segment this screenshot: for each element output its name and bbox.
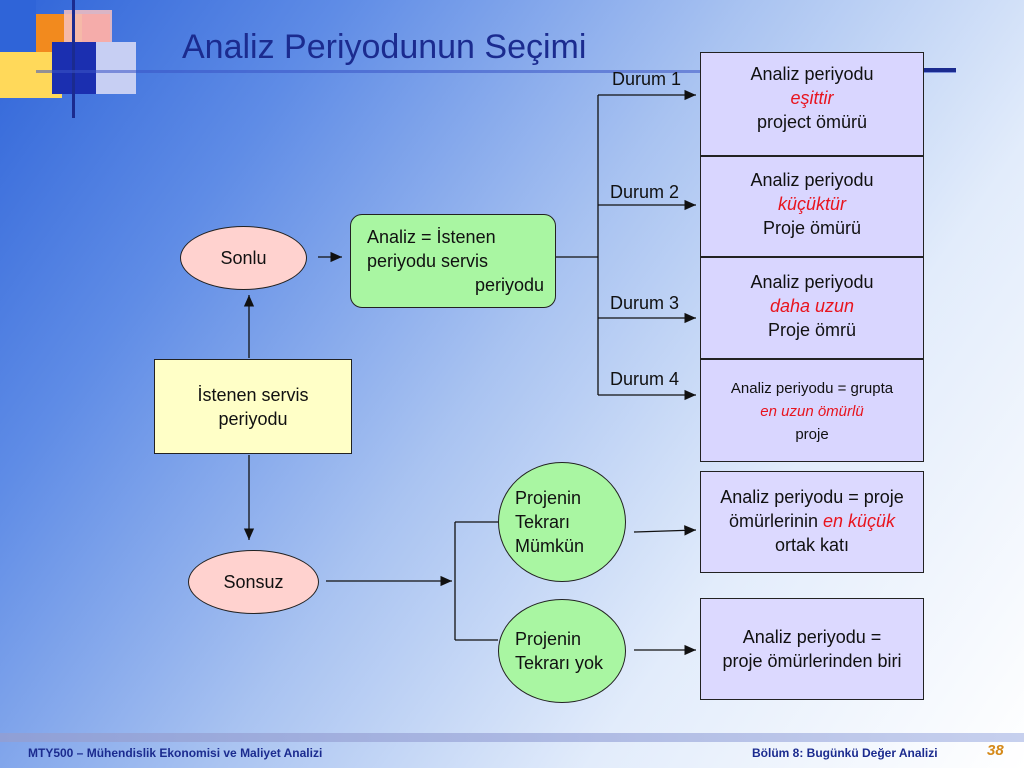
case-2-emphasis: küçüktür	[777, 194, 847, 214]
decor-squares	[0, 0, 956, 120]
case-3-line3: Proje ömrü	[767, 320, 857, 340]
node-mumkun-line2: Tekrarı	[515, 512, 571, 532]
node-yok-line2: Tekrarı yok	[515, 653, 604, 673]
result-yok-line2: proje ömürlerinden biri	[722, 651, 902, 671]
case-1-emphasis: eşittir	[790, 88, 834, 108]
node-sonsuz: Sonsuz	[188, 550, 319, 614]
case-2-line3: Proje ömürü	[762, 218, 862, 238]
case-box-3: Analiz periyodu daha uzun Proje ömrü	[700, 257, 924, 359]
node-sonsuz-label: Sonsuz	[223, 572, 284, 592]
result-mumkun-emphasis: en küçük	[823, 511, 896, 531]
case-label-4: Durum 4	[610, 369, 680, 389]
node-analiz-istenen: Analiz = İstenen periyodu servis periyod…	[350, 214, 556, 308]
case-4-line3: proje	[795, 426, 829, 443]
case-box-4: Analiz periyodu = grupta en uzun ömürlü …	[700, 359, 924, 462]
footer-chapter: Bölüm 8: Bugünkü Değer Analizi	[752, 746, 938, 760]
case-box-2: Analiz periyodu küçüktür Proje ömürü	[700, 156, 924, 257]
case-box-1: Analiz periyodu eşittir project ömürü	[700, 52, 924, 156]
node-istenen-line1: İstenen servis	[197, 384, 309, 405]
result-box-yok: Analiz periyodu = proje ömürlerinden bir…	[700, 598, 924, 700]
case-2-line1: Analiz periyodu	[750, 170, 874, 190]
node-analiz-line1: Analiz = İstenen	[367, 227, 496, 247]
result-mumkun-line1: Analiz periyodu = proje	[720, 487, 904, 507]
case-1-line1: Analiz periyodu	[750, 64, 874, 84]
result-mumkun-line2a: ömürlerinin	[728, 511, 823, 531]
case-3-line1: Analiz periyodu	[750, 272, 874, 292]
page-title: Analiz Periyodunun Seçimi	[182, 28, 587, 66]
node-sonlu: Sonlu	[180, 226, 307, 290]
node-analiz-line2: periyodu servis	[367, 251, 489, 271]
footer-course: MTY500 – Mühendislik Ekonomisi ve Maliye…	[28, 746, 323, 760]
case-4-emphasis: en uzun ömürlü	[760, 403, 864, 420]
node-istenen-line2: periyodu	[218, 408, 288, 429]
node-tekrar-yok: Projenin Tekrarı yok	[498, 599, 626, 703]
case-label-2: Durum 2	[610, 182, 680, 202]
result-mumkun-line3: ortak katı	[774, 535, 850, 555]
node-yok-line1: Projenin	[515, 629, 582, 649]
page-number: 38	[987, 742, 1004, 759]
case-4-line1: Analiz periyodu = grupta	[730, 380, 894, 397]
node-sonlu-label: Sonlu	[220, 248, 267, 268]
node-mumkun-line3: Mümkün	[515, 536, 585, 556]
result-mumkun-line2: ömürlerinin en küçük	[729, 509, 895, 533]
footer-band	[0, 733, 1024, 742]
node-analiz-line3: periyodu	[475, 275, 545, 295]
case-1-line3: project ömürü	[756, 112, 868, 132]
node-istenen-servis: İstenen servis periyodu	[154, 359, 352, 454]
case-label-3: Durum 3	[610, 293, 680, 313]
case-label-1: Durum 1	[612, 69, 682, 89]
node-mumkun-line1: Projenin	[515, 488, 582, 508]
result-box-mumkun: Analiz periyodu = proje ömürlerinin en k…	[700, 471, 924, 573]
result-yok-line1: Analiz periyodu =	[742, 627, 882, 647]
case-3-emphasis: daha uzun	[769, 296, 855, 316]
decor-line-right	[924, 68, 956, 72]
node-tekrar-mumkun: Projenin Tekrarı Mümkün	[498, 462, 626, 582]
